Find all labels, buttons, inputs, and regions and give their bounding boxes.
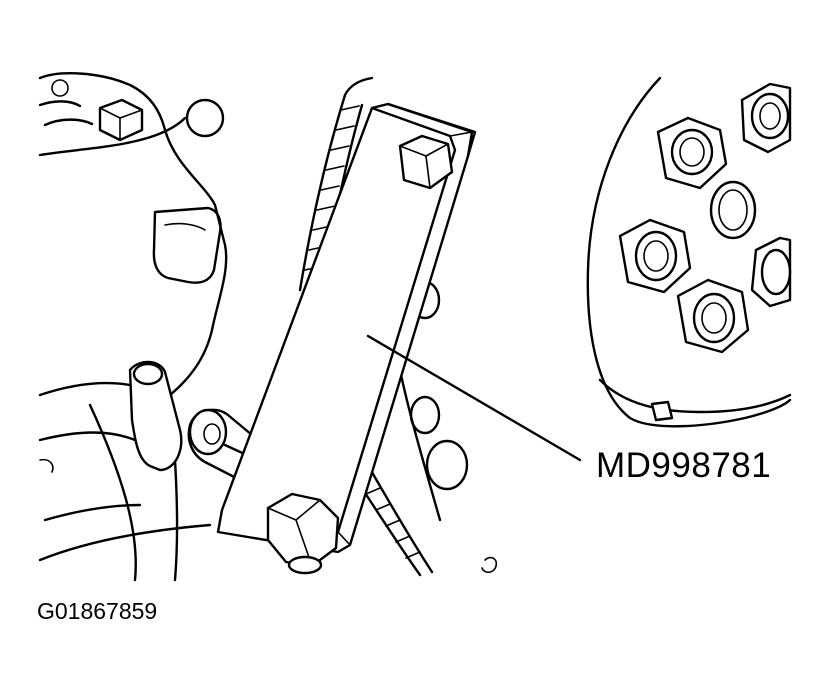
flange-nut-1: [656, 116, 728, 190]
engine-block: [38, 72, 228, 582]
special-tool-bar: [216, 102, 477, 575]
sprocket-flange: [481, 76, 792, 574]
flange-nut-4: [750, 236, 792, 308]
flange-nut-5: [676, 278, 750, 354]
callout-leader-line: [366, 334, 582, 462]
figure-id-label: G01867859: [37, 598, 158, 624]
upper-left-bolt: [98, 98, 144, 142]
flange-nut-2: [740, 82, 792, 154]
part-number-callout: MD998781: [596, 446, 772, 485]
flange-nut-3: [618, 218, 692, 294]
